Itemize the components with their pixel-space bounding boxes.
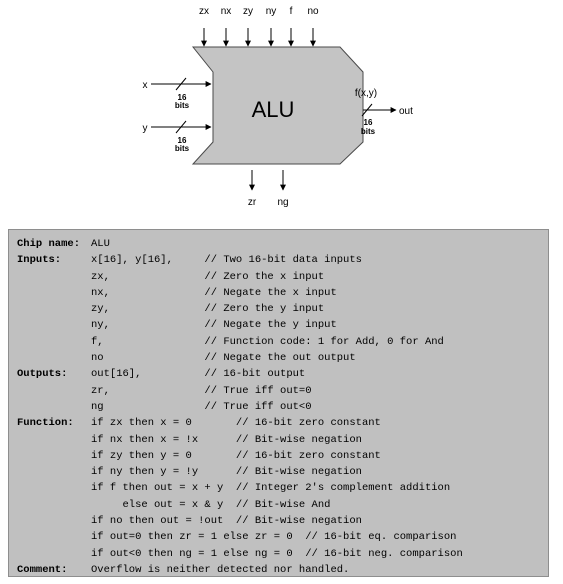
spec-row: if zy then y = 0 // 16-bit zero constant [17, 448, 548, 464]
spec-row: if ny then y = !y // Bit-wise negation [17, 464, 548, 480]
output-label-out: out [399, 106, 413, 117]
spec-code: if zx then x = 0 // 16-bit zero constant [91, 417, 381, 430]
spec-row: if no then out = !out // Bit-wise negati… [17, 513, 548, 529]
spec-code: ny, // Negate the y input [91, 319, 337, 332]
bus-width-x: 16 [178, 93, 187, 102]
spec-row: zr, // True iff out=0 [17, 383, 548, 399]
alu-chip-body [191, 46, 364, 165]
status-output-label-zr: zr [248, 197, 257, 208]
spec-code: if ny then y = !y // Bit-wise negation [91, 466, 362, 479]
spec-code: nx, // Negate the x input [91, 286, 337, 299]
function-label: f(x,y) [355, 88, 377, 99]
spec-row: zy, // Zero the y input [17, 301, 548, 317]
bus-width-unit-out: bits [361, 127, 376, 136]
spec-row: ny, // Negate the y input [17, 317, 548, 333]
data-input-label-x: x [143, 80, 148, 91]
spec-row: zx, // Zero the x input [17, 269, 548, 285]
bus-slash-out [361, 103, 373, 117]
spec-label: Outputs: [17, 368, 68, 381]
bus-width-out: 16 [364, 118, 373, 127]
spec-code: ng // True iff out<0 [91, 400, 312, 413]
bus-width-unit-y: bits [175, 144, 190, 153]
spec-code: f, // Function code: 1 for Add, 0 for An… [91, 335, 444, 348]
bus-slash-y [175, 120, 187, 134]
spec-row: if f then out = x + y // Integer 2's com… [17, 480, 548, 496]
spec-code: if no then out = !out // Bit-wise negati… [91, 515, 362, 528]
spec-code: x[16], y[16], // Two 16-bit data inputs [91, 254, 362, 267]
spec-code: zr, // True iff out=0 [91, 384, 312, 397]
spec-code: if nx then x = !x // Bit-wise negation [91, 433, 362, 446]
status-output-label-ng: ng [277, 197, 288, 208]
spec-label: Chip name: [17, 238, 81, 250]
spec-row: if out=0 then zr = 1 else zr = 0 // 16-b… [17, 529, 548, 545]
alu-spec-box: Chip name: ALU Inputs: x[16], y[16], // Tw… [8, 229, 549, 577]
bus-slash-x [175, 77, 187, 91]
spec-code: else out = x & y // Bit-wise And [91, 498, 331, 511]
spec-row-function: Function: if zx then x = 0 // 16-bit zero… [17, 415, 548, 431]
spec-label: Function: [17, 417, 74, 430]
spec-code: if zy then y = 0 // 16-bit zero constant [91, 449, 381, 462]
spec-row-inputs: Inputs: x[16], y[16], // Two 16-bit data … [17, 252, 548, 268]
spec-code: zy, // Zero the y input [91, 303, 325, 316]
spec-row-comment: Comment: Overflow is neither detected nor… [17, 562, 548, 578]
spec-label: Inputs: [17, 254, 62, 267]
spec-row: no // Negate the out output [17, 350, 548, 366]
bus-width-unit-x: bits [175, 101, 190, 110]
spec-row: if nx then x = !x // Bit-wise negation [17, 432, 548, 448]
control-input-label-zy: zy [243, 6, 253, 17]
data-input-label-y: y [143, 123, 148, 134]
spec-code: if out=0 then zr = 1 else zr = 0 // 16-b… [91, 531, 457, 544]
alu-chip-label: ALU [252, 97, 295, 122]
spec-row: if out<0 then ng = 1 else ng = 0 // 16-b… [17, 546, 548, 562]
spec-code: out[16], // 16-bit output [91, 368, 306, 381]
spec-row: ng // True iff out<0 [17, 399, 548, 415]
spec-row-chip-name: Chip name: ALU [17, 236, 548, 252]
alu-block-diagram: ALU zx nx zy ny f no x 16 bits y 16 bits… [143, 6, 414, 208]
spec-code: zx, // Zero the x input [91, 270, 325, 283]
spec-row: nx, // Negate the x input [17, 285, 548, 301]
control-input-label-no: no [307, 6, 319, 17]
spec-code: Overflow is neither detected nor handled… [91, 563, 350, 576]
spec-row: else out = x & y // Bit-wise And [17, 497, 548, 513]
spec-code: ALU [91, 238, 110, 250]
spec-label: Comment: [17, 563, 68, 576]
control-input-label-nx: nx [221, 6, 232, 17]
spec-row: f, // Function code: 1 for Add, 0 for An… [17, 334, 548, 350]
control-input-label-ny: ny [266, 6, 277, 17]
bus-width-y: 16 [178, 136, 187, 145]
control-input-label-f: f [290, 6, 293, 17]
spec-code: no // Negate the out output [91, 352, 356, 365]
spec-code: if out<0 then ng = 1 else ng = 0 // 16-b… [91, 547, 463, 560]
control-input-label-zx: zx [199, 6, 209, 17]
spec-row-outputs: Outputs: out[16], // 16-bit output [17, 366, 548, 382]
spec-code: if f then out = x + y // Integer 2's com… [91, 482, 451, 495]
